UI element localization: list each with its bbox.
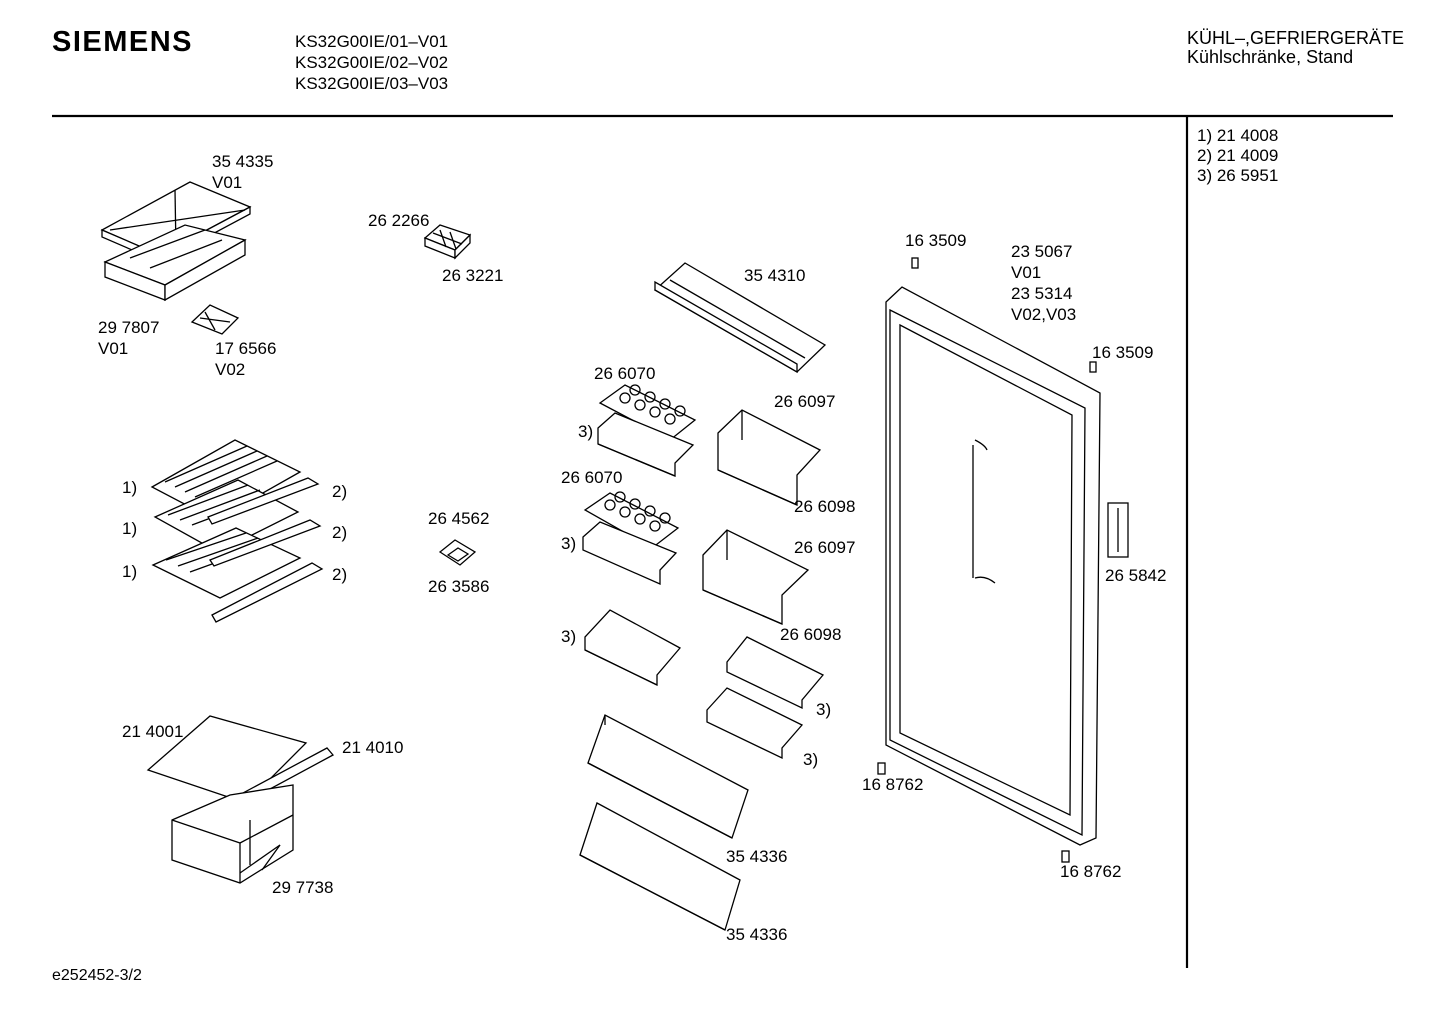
variant-label: V02 xyxy=(215,360,246,379)
part-label: 26 6097 xyxy=(774,392,836,411)
bottle-rack-upper-drawing xyxy=(587,714,749,839)
egg-tray-upper-drawing xyxy=(597,384,697,477)
door-box-right-upper-drawing xyxy=(726,636,825,710)
footnote: 3) 26 5951 xyxy=(1197,166,1279,185)
note-marker: 1) xyxy=(122,478,138,497)
door-pins xyxy=(877,257,1097,863)
part-label: 16 3509 xyxy=(1092,343,1154,362)
part-label: 17 6566 xyxy=(215,339,277,358)
note-marker: 1) xyxy=(122,519,138,538)
part-label: 21 4001 xyxy=(122,722,184,741)
part-label: 26 5842 xyxy=(1105,566,1167,585)
part-label: 26 3221 xyxy=(442,266,504,285)
category-subtitle: Kühlschränke, Stand xyxy=(1187,47,1354,67)
note-marker: 2) xyxy=(332,523,348,542)
category-title: KÜHL–,GEFRIERGERÄTE xyxy=(1187,28,1405,48)
model-number: KS32G00IE/01–V01 xyxy=(295,32,449,51)
egg-tray-lower-drawing xyxy=(582,491,680,585)
part-label: 16 8762 xyxy=(1060,862,1122,881)
brand-logo: SIEMENS xyxy=(52,26,194,58)
part-label: 29 7807 xyxy=(98,318,160,337)
variant-label: V01 xyxy=(212,173,243,192)
note-marker: 3) xyxy=(561,534,577,553)
part-label: 29 7738 xyxy=(272,878,334,897)
note-marker: 3) xyxy=(561,627,577,646)
part-label: 23 5314 xyxy=(1011,284,1073,303)
part-label: 26 6098 xyxy=(780,625,842,644)
part-label: 26 2266 xyxy=(368,211,430,230)
variant-label: V02,V03 xyxy=(1011,305,1077,324)
bottle-rack-lower-drawing xyxy=(579,802,741,931)
note-marker: 3) xyxy=(803,750,819,769)
footnote: 2) 21 4009 xyxy=(1197,146,1279,165)
part-label: 21 4010 xyxy=(342,738,404,757)
part-label: 35 4336 xyxy=(726,925,788,944)
part-label: 26 6070 xyxy=(594,364,656,383)
category: KÜHL–,GEFRIERGERÄTE Kühlschränke, Stand xyxy=(1187,29,1404,67)
model-number: KS32G00IE/03–V03 xyxy=(295,74,449,93)
note-marker: 3) xyxy=(578,422,594,441)
part-label: 23 5067 xyxy=(1011,242,1073,261)
glass-shelves-drawing xyxy=(150,439,324,623)
variant-label: V01 xyxy=(1011,263,1042,282)
butter-box-upper-drawing xyxy=(717,409,822,506)
model-number: KS32G00IE/02–V02 xyxy=(295,53,449,72)
part-label: 16 8762 xyxy=(862,775,924,794)
door-box-small-drawing xyxy=(584,609,682,687)
part-label: 26 3586 xyxy=(428,577,490,596)
note-marker: 1) xyxy=(122,562,138,581)
small-container-drawing xyxy=(438,539,477,566)
note-marker: 2) xyxy=(332,565,348,584)
crisper-drawers-drawing xyxy=(146,715,335,884)
model-list: KS32G00IE/01–V01 KS32G00IE/02–V02 KS32G0… xyxy=(295,31,448,94)
footnote-list: 1) 21 4008 2) 21 4009 3) 26 5951 xyxy=(1197,126,1278,186)
drawing-code: e252452-3/2 xyxy=(52,967,142,984)
part-label: 35 4310 xyxy=(744,266,806,285)
hinge-part-drawing xyxy=(190,304,240,335)
part-label: 16 3509 xyxy=(905,231,967,250)
ice-tray-drawing xyxy=(423,224,472,260)
footnote: 1) 21 4008 xyxy=(1197,126,1279,145)
door-drawing xyxy=(885,286,1129,846)
door-rack-top-drawing xyxy=(653,262,827,374)
butter-box-lower-drawing xyxy=(702,529,810,625)
part-label: 26 6097 xyxy=(794,538,856,557)
part-label: 26 6098 xyxy=(794,497,856,516)
variant-label: V01 xyxy=(98,339,129,358)
part-label: 35 4335 xyxy=(212,152,274,171)
part-label: 26 6070 xyxy=(561,468,623,487)
part-label: 35 4336 xyxy=(726,847,788,866)
note-marker: 2) xyxy=(332,482,348,501)
part-label: 26 4562 xyxy=(428,509,490,528)
door-box-right-lower-drawing xyxy=(706,687,804,760)
note-marker: 3) xyxy=(816,700,832,719)
freezer-compartment-drawing xyxy=(100,181,252,302)
